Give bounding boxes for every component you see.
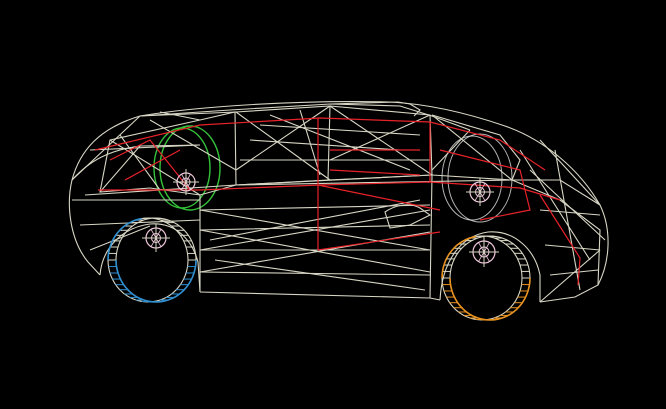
wheel-rear-right (441, 133, 513, 223)
wheel-front-left (107, 217, 197, 303)
hub-front-left (142, 224, 170, 252)
wheel-rear-left (441, 235, 531, 321)
hub-rear-right (466, 178, 494, 206)
hub-rear-left (469, 237, 499, 267)
body-mesh (68, 101, 609, 303)
wheel-front-right (153, 125, 221, 211)
hub-front-right (173, 169, 199, 195)
